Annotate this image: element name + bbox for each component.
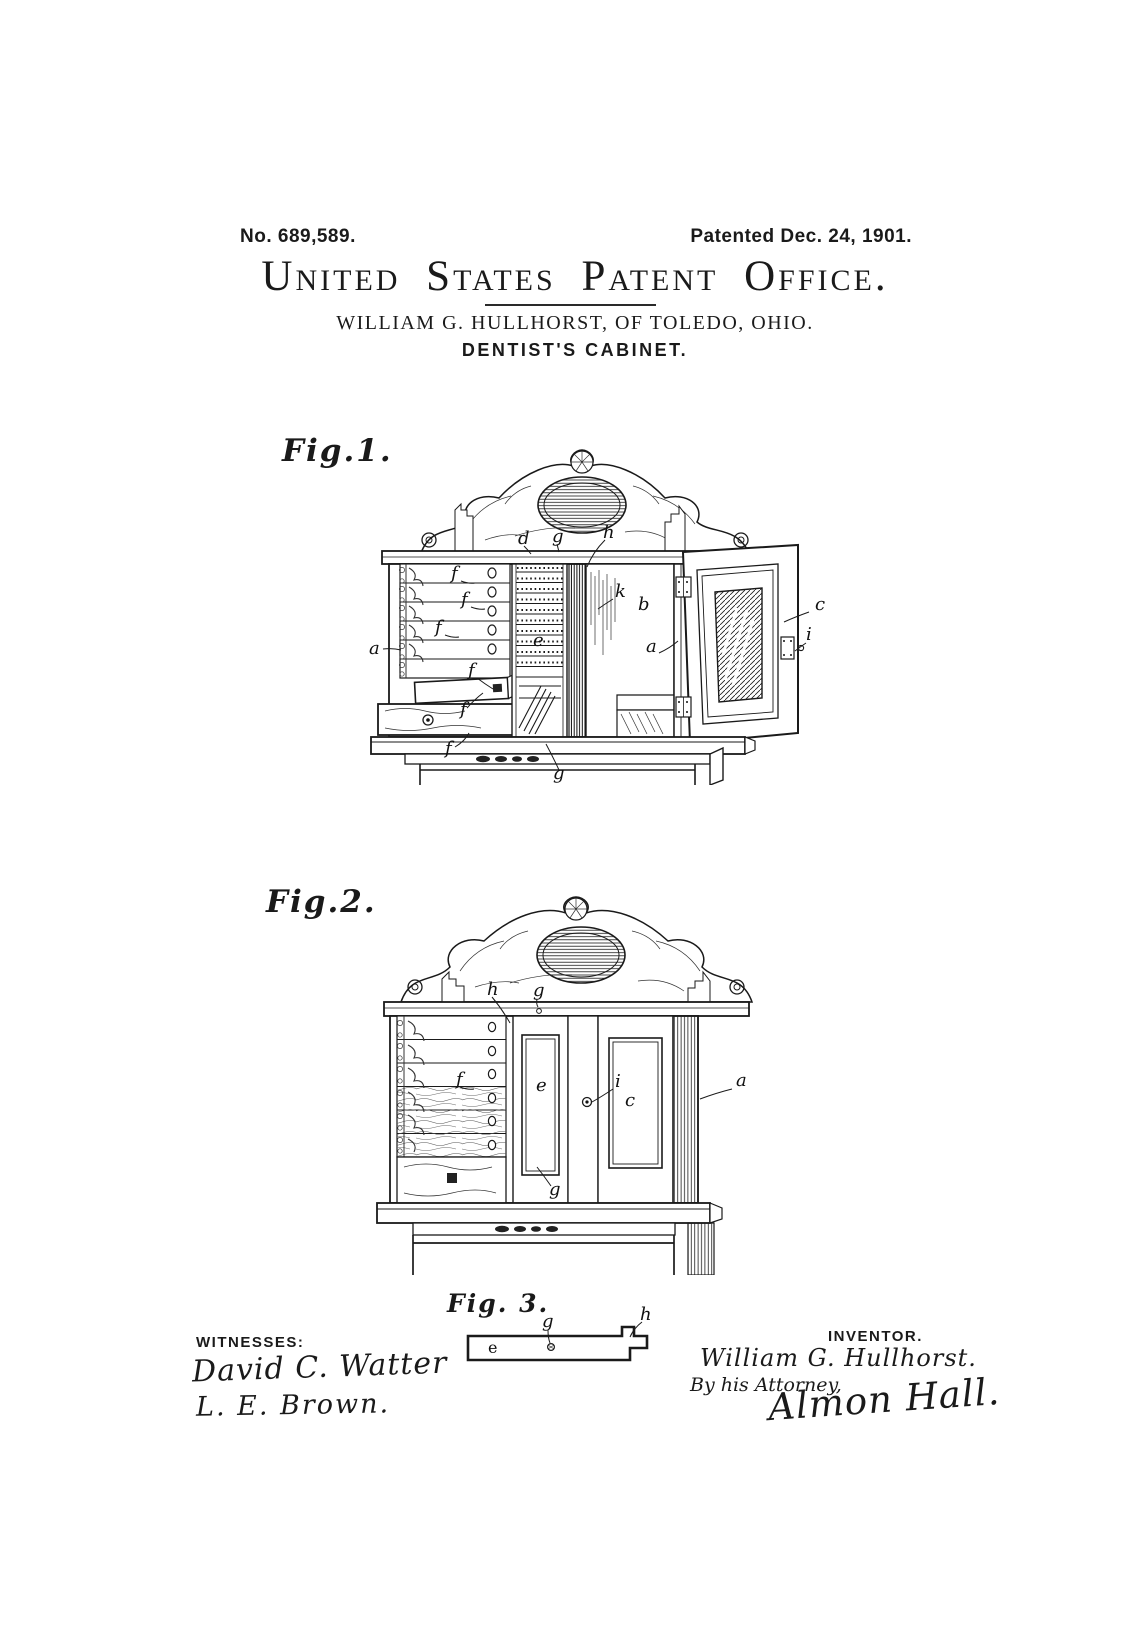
fig1-callout-b: b (638, 594, 650, 615)
fig2-callout-c: c (625, 1090, 635, 1111)
fig1-callout-d: d (518, 528, 530, 549)
patent-date: Patented Dec. 24, 1901. (690, 226, 912, 247)
fig2-deep-drawer (396, 1156, 507, 1204)
fig2-crest-shell (564, 897, 588, 921)
fig2-base-stand (376, 1202, 723, 1275)
fig1-leader-lines (382, 539, 810, 771)
fig2-crest (399, 896, 754, 1003)
fig2-drawer-stack (396, 1015, 507, 1204)
fig1-open-door (675, 543, 805, 745)
fig1-door-hinge-bottom (675, 696, 692, 718)
fig3-drawing: e g h (466, 1304, 652, 1362)
fig1-callout-a-left: a (369, 638, 380, 659)
inventor-label: INVENTOR. (828, 1328, 923, 1345)
fig1-divider-panel (568, 563, 587, 738)
witnesses-label: WITNESSES: (196, 1334, 305, 1351)
fig1-compartment-step (616, 694, 675, 738)
fig3-callout-e: e (488, 1338, 497, 1357)
fig2-hinge-filigree (397, 1016, 425, 1157)
fig2-center-stile (567, 1015, 599, 1204)
fig3-callout-h: h (640, 1304, 652, 1325)
witness-signature-2: L. E. Brown. (195, 1388, 391, 1423)
fig3-shelf-strip (466, 1325, 649, 1362)
fig1-door-mirror (714, 587, 763, 703)
fig1-apron-carving (476, 755, 539, 763)
fig2-cornice (383, 1001, 750, 1017)
fig1-hinge-filigree (399, 564, 424, 678)
fig1-drawing: d g h f f f f f f a e k b a c i g (369, 449, 825, 785)
fig2-apron-carving (495, 1225, 558, 1233)
invention-title: DENTIST'S CABINET. (461, 340, 689, 360)
fig1-caption: Fig.1. (282, 433, 393, 469)
fig3-callout-g: g (542, 1311, 554, 1332)
fig2-left-door (512, 1015, 569, 1204)
fig2-callout-e: e (536, 1075, 547, 1096)
fig1-callout-i: i (806, 624, 812, 645)
fig2-caption: Fig.2. (266, 884, 377, 920)
fig1-base-stand (370, 736, 756, 785)
patent-number: No. 689,589. (240, 226, 356, 247)
fig1-rack-instruments (518, 685, 561, 735)
fig1-callout-h: h (603, 522, 615, 543)
fig1-crest (419, 449, 751, 554)
page-title: United States Patent Office. (261, 253, 889, 300)
fig2-callout-a: a (736, 1070, 747, 1091)
fig1-open-compartment (585, 563, 675, 738)
fig1-callout-k: k (615, 581, 626, 602)
fig1-callout-g-bottom: g (553, 763, 565, 784)
fig2-callout-i: i (615, 1071, 621, 1092)
fig1-callout-e: e (533, 630, 544, 651)
fig2-callout-g-bottom: g (549, 1179, 561, 1200)
witness-signature-1: David C. Watter (191, 1345, 449, 1390)
inventor-byline: WILLIAM G. HULLHORST, OF TOLEDO, OHIO. (336, 312, 814, 334)
fig3-leader-lines (547, 1321, 643, 1344)
fig1-callout-a-inner: a (646, 636, 657, 657)
fig1-door-latch (780, 636, 805, 660)
attorney-prefix: By his Attorney, (690, 1374, 842, 1396)
inventor-name: William G. Hullhorst. (700, 1344, 977, 1372)
fig1-callout-c: c (815, 594, 825, 615)
fig2-side-pilaster (672, 1015, 699, 1204)
title-underline (485, 304, 656, 306)
fig2-callout-g-top: g (533, 980, 545, 1001)
fig2-screw-g (536, 1008, 542, 1014)
fig2-callout-h: h (487, 979, 499, 1000)
fig2-leader-lines (459, 996, 733, 1187)
fig1-crest-shell (570, 450, 594, 474)
header-row: No. 689,589. Patented Dec. 24, 1901. (240, 226, 912, 248)
fig1-door-hinge-top (675, 576, 692, 598)
fig2-drawing: h g f e i c a g (376, 896, 754, 1275)
fig2-right-door (597, 1015, 674, 1204)
fig1-callout-g-top: g (552, 526, 564, 547)
fig3-caption: Fig. 3. (447, 1289, 550, 1318)
